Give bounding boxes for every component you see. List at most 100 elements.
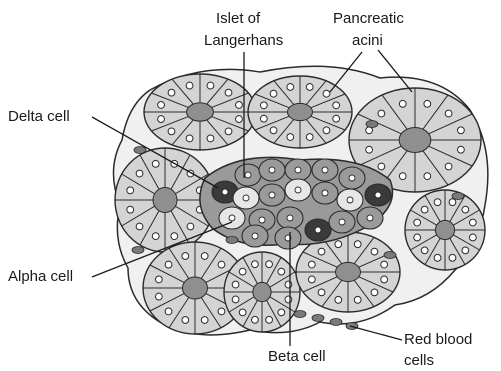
acinar-cell-nucleus [168, 128, 175, 135]
acinar-cell-nucleus [323, 127, 330, 134]
acinus-lumen [435, 220, 454, 239]
red-blood-cell [134, 147, 146, 154]
delta-cell-label: Delta cell [8, 108, 70, 126]
acinar-cell-nucleus [449, 254, 456, 261]
acinar-cell-nucleus [421, 247, 428, 254]
acini-label-line1: Pancreatic [333, 10, 404, 28]
pancreatic-acinus [224, 252, 300, 332]
acinar-cell-nucleus [371, 289, 378, 296]
acinar-cell-nucleus [239, 268, 246, 275]
acinar-cell-nucleus [335, 296, 342, 303]
acinar-cell-nucleus [207, 82, 214, 89]
acinar-cell-nucleus [458, 127, 465, 134]
acinus-lumen [336, 262, 361, 281]
acinar-cell-nucleus [186, 135, 193, 142]
acinar-cell-nucleus [366, 146, 373, 153]
acinar-cell-nucleus [366, 127, 373, 134]
acinar-cell-nucleus [252, 261, 259, 268]
beta-cell-nucleus [287, 215, 293, 221]
acinar-cell-nucleus [414, 234, 421, 241]
acinar-cell-nucleus [171, 233, 178, 240]
acinar-cell-nucleus [186, 82, 193, 89]
acinar-cell-nucleus [335, 241, 342, 248]
acinar-cell-nucleus [136, 223, 143, 230]
acinus-lumen [399, 128, 431, 153]
acinar-cell-nucleus [266, 261, 273, 268]
delta-cell [365, 184, 391, 206]
acinar-cell-nucleus [270, 90, 277, 97]
acinar-cell-nucleus [236, 102, 243, 109]
red-blood-cell [366, 121, 378, 128]
beta-cell [329, 211, 355, 233]
acinus-lumen [253, 282, 271, 301]
acinar-cell-nucleus [232, 296, 239, 303]
acinar-cell-nucleus [399, 173, 406, 180]
acinar-cell-nucleus [236, 116, 243, 123]
delta-cell-nucleus [375, 192, 381, 198]
acinar-cell-nucleus [260, 115, 267, 122]
beta-cell [259, 159, 285, 181]
acinar-cell-nucleus [165, 261, 172, 268]
acini-label-line2: acini [352, 32, 383, 50]
acinar-cell-nucleus [225, 128, 232, 135]
acinar-cell-nucleus [308, 276, 315, 283]
beta-cell [275, 227, 301, 249]
acinar-cell-nucleus [462, 247, 469, 254]
beta-cell-nucleus [295, 167, 301, 173]
red-blood-cell [384, 252, 396, 259]
acinar-cell-nucleus [127, 187, 134, 194]
acinar-cell-nucleus [469, 219, 476, 226]
beta-cell [259, 184, 285, 206]
acinar-cell-nucleus [158, 102, 165, 109]
acinar-cell-nucleus [469, 234, 476, 241]
acinar-cell-nucleus [158, 116, 165, 123]
acinar-cell-nucleus [445, 110, 452, 117]
beta-cell [339, 167, 365, 189]
beta-cell-nucleus [322, 190, 328, 196]
beta-cell [285, 159, 311, 181]
acinar-cell-nucleus [278, 309, 285, 316]
beta-cell [312, 159, 338, 181]
acinus-lumen [183, 277, 208, 299]
acinus-lumen [187, 103, 214, 121]
rbc-leader-line [350, 326, 402, 340]
acinar-cell-nucleus [434, 199, 441, 206]
acinar-cell-nucleus [287, 134, 294, 141]
acinar-cell-nucleus [371, 248, 378, 255]
acinar-cell-nucleus [152, 160, 159, 167]
acinar-cell-nucleus [354, 241, 361, 248]
acinus-lumen [288, 103, 313, 120]
acinar-cell-nucleus [285, 296, 292, 303]
delta-cell-nucleus [315, 227, 321, 233]
red-blood-cells-label-line1: Red blood [404, 331, 472, 349]
acinar-cell-nucleus [182, 317, 189, 324]
pancreatic-acinus [248, 76, 352, 148]
beta-cell-nucleus [322, 167, 328, 173]
beta-cell [312, 182, 338, 204]
acinar-cell-nucleus [306, 84, 313, 91]
acinar-cell-nucleus [270, 127, 277, 134]
acinar-cell-nucleus [168, 89, 175, 96]
beta-cell-nucleus [349, 175, 355, 181]
alpha-cell-nucleus [295, 187, 301, 193]
acinar-cell-nucleus [378, 163, 385, 170]
acinar-cell-nucleus [458, 146, 465, 153]
acinar-cell-nucleus [414, 219, 421, 226]
acinar-cell-nucleus [285, 281, 292, 288]
acinar-cell-nucleus [318, 248, 325, 255]
acinar-cell-nucleus [187, 223, 194, 230]
beta-cell [357, 207, 383, 229]
acinar-cell-nucleus [252, 316, 259, 323]
acinar-cell-nucleus [381, 261, 388, 268]
beta-cell-nucleus [245, 172, 251, 178]
pancreatic-acinus [405, 190, 485, 270]
acinar-cell-nucleus [381, 276, 388, 283]
acinar-cell-nucleus [278, 268, 285, 275]
acinar-cell-nucleus [155, 293, 162, 300]
alpha-cell [233, 187, 259, 209]
alpha-cell-nucleus [229, 215, 235, 221]
acinar-cell-nucleus [260, 102, 267, 109]
acinar-cell-nucleus [201, 253, 208, 260]
acinar-cell-nucleus [182, 253, 189, 260]
beta-cell-nucleus [339, 219, 345, 225]
